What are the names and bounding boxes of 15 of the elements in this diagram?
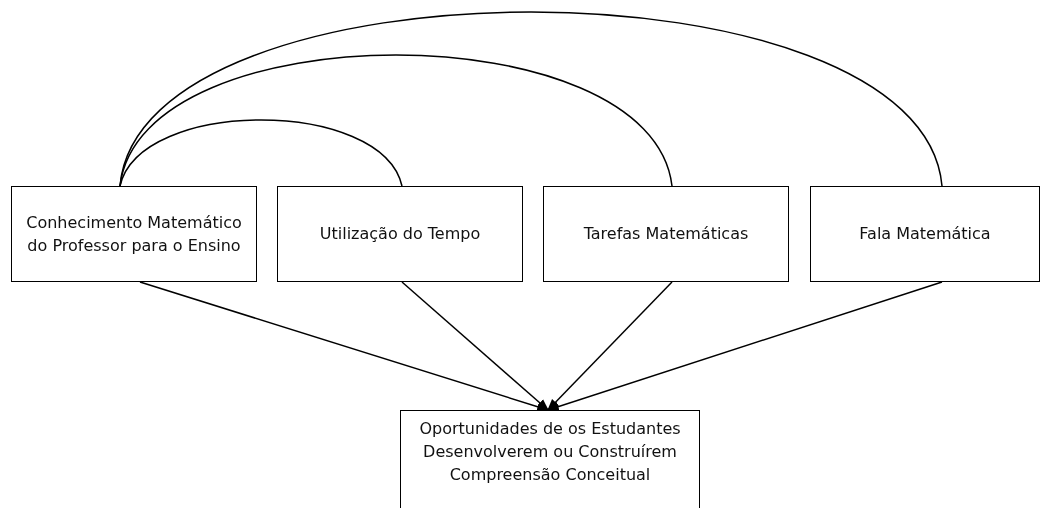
box-label: Oportunidades de os Estudantes Desenvolverem ou Construírem Compreensão Conceitual [418,418,682,487]
process-box [400,410,700,508]
box-label: Tarefas Matemáticas [583,223,749,246]
process-box [11,186,257,282]
connector-line [119,11,943,187]
box-label: Utilização do Tempo [319,223,481,246]
connector-line [119,54,673,187]
arrow [547,281,673,411]
box-label: Fala Matemática [859,223,991,246]
box-label: Conhecimento Matemático do Professor para o Ensino [25,211,243,257]
arrow [401,281,549,411]
process-box [277,186,523,282]
process-box [543,186,789,282]
connector-line [119,119,403,187]
process-box [810,186,1040,282]
